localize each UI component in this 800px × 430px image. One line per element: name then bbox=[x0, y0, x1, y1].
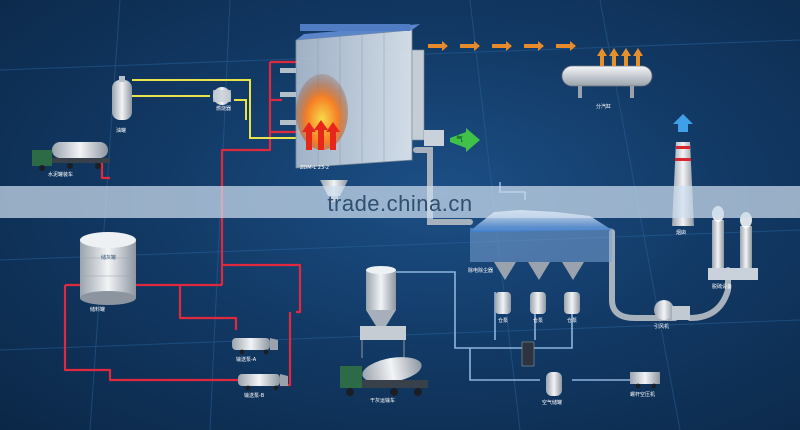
fuel-tank-shape bbox=[112, 76, 132, 120]
steam-header bbox=[561, 48, 653, 98]
pump-b-label: 仓泵 bbox=[533, 318, 544, 324]
ash-silo-shape bbox=[360, 266, 406, 358]
boiler-label: ZDM-L 23-2 bbox=[300, 165, 330, 171]
precipitator-shape bbox=[470, 210, 612, 280]
compressor-label: 螺杆空压机 bbox=[630, 392, 656, 398]
fan-label: 引风机 bbox=[654, 324, 670, 330]
fuel-pipeline bbox=[132, 79, 296, 139]
steam-arrows bbox=[428, 41, 576, 51]
boiler bbox=[280, 24, 444, 169]
silo-label: 储料罐 bbox=[90, 307, 106, 313]
pump-c-label: 仓泵 bbox=[567, 318, 578, 324]
watermark-band bbox=[0, 186, 800, 218]
fuel-tank-label: 油罐 bbox=[116, 128, 127, 134]
steam-header-label: 分汽缸 bbox=[596, 104, 612, 110]
air-inlet-arrow bbox=[450, 128, 480, 152]
burner-shape bbox=[213, 87, 231, 105]
truck-b-label: 输送泵-B bbox=[244, 393, 265, 399]
burner-label: 燃烧器 bbox=[216, 106, 232, 112]
truck-b-shape bbox=[238, 374, 288, 391]
pump-shapes bbox=[495, 292, 580, 314]
tanker-truck-shape bbox=[32, 142, 110, 171]
air-tank-label: 空气储罐 bbox=[542, 400, 563, 406]
mixer-truck-shape bbox=[340, 357, 428, 396]
fan-shape bbox=[654, 300, 690, 320]
desulfurization-label: 脱硫设备 bbox=[712, 284, 733, 290]
tanker-label: 水泥罐装车 bbox=[48, 172, 74, 178]
compressor-shape bbox=[630, 372, 660, 389]
watermark-text: trade.china.cn bbox=[327, 191, 473, 216]
silo-name-label: 储灰罐 bbox=[101, 255, 117, 261]
mixer-label: 干灰运输车 bbox=[370, 398, 396, 404]
chimney-label: 烟囱 bbox=[676, 230, 687, 236]
air-tank-shape bbox=[546, 372, 562, 396]
truck-a-shape bbox=[232, 338, 278, 355]
air-inlet-label: 气 bbox=[456, 135, 463, 143]
truck-a-label: 输送泵-A bbox=[236, 357, 257, 363]
control-cabinet-shape bbox=[521, 341, 535, 367]
red-pipeline bbox=[63, 60, 302, 387]
pump-a-label: 仓泵 bbox=[498, 318, 509, 324]
storage-silo-shape bbox=[80, 232, 136, 305]
precipitator-label: 除电除尘器 bbox=[468, 268, 494, 274]
